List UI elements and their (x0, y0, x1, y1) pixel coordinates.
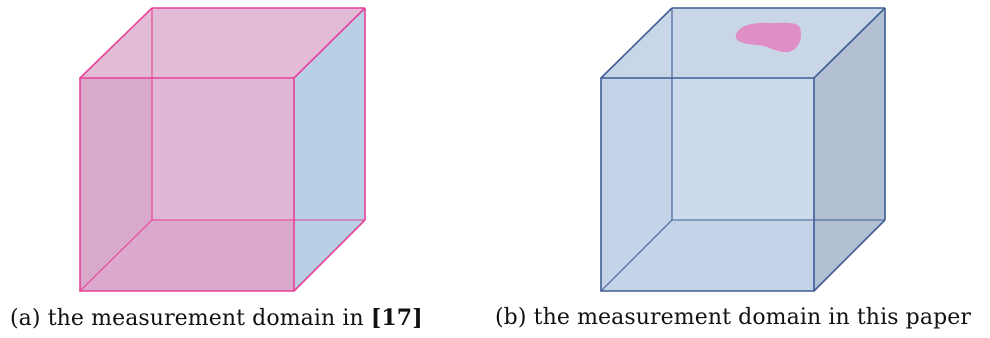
measurement-region-blob (735, 22, 801, 53)
cube-b-back-edges (600, 8, 885, 292)
cube-b-edge (813, 7, 886, 79)
caption-a: (a) the measurement domain in [17] (10, 305, 423, 331)
cube-diagram-b (600, 7, 886, 292)
caption-a-label: (a) (10, 306, 41, 331)
figure-b: (b) the measurement domain in this paper (495, 0, 990, 338)
cube-a-edge (79, 219, 153, 292)
cube-b-edge (600, 7, 673, 79)
caption-a-text: the measurement domain in (47, 306, 371, 331)
cube-a-front-edges (79, 7, 366, 292)
caption-b-label: (b) (495, 305, 527, 330)
cube-b-front-edges (600, 7, 886, 292)
cube-a-edge (293, 219, 366, 292)
figure-a: (a) the measurement domain in [17] (10, 7, 423, 331)
cube-b-edge (813, 219, 886, 292)
cube-a-edge (293, 7, 366, 79)
cube-a-back-edges (79, 8, 365, 292)
caption-b-text: the measurement domain in this paper (533, 305, 972, 330)
caption-b: (b) the measurement domain in this paper (495, 305, 971, 330)
cube-a-face-top (80, 8, 365, 78)
cube-a-edge (79, 7, 153, 79)
cube-b-edge (600, 219, 673, 292)
cube-diagram-a (79, 7, 366, 292)
caption-a-reference: [17] (370, 305, 423, 331)
